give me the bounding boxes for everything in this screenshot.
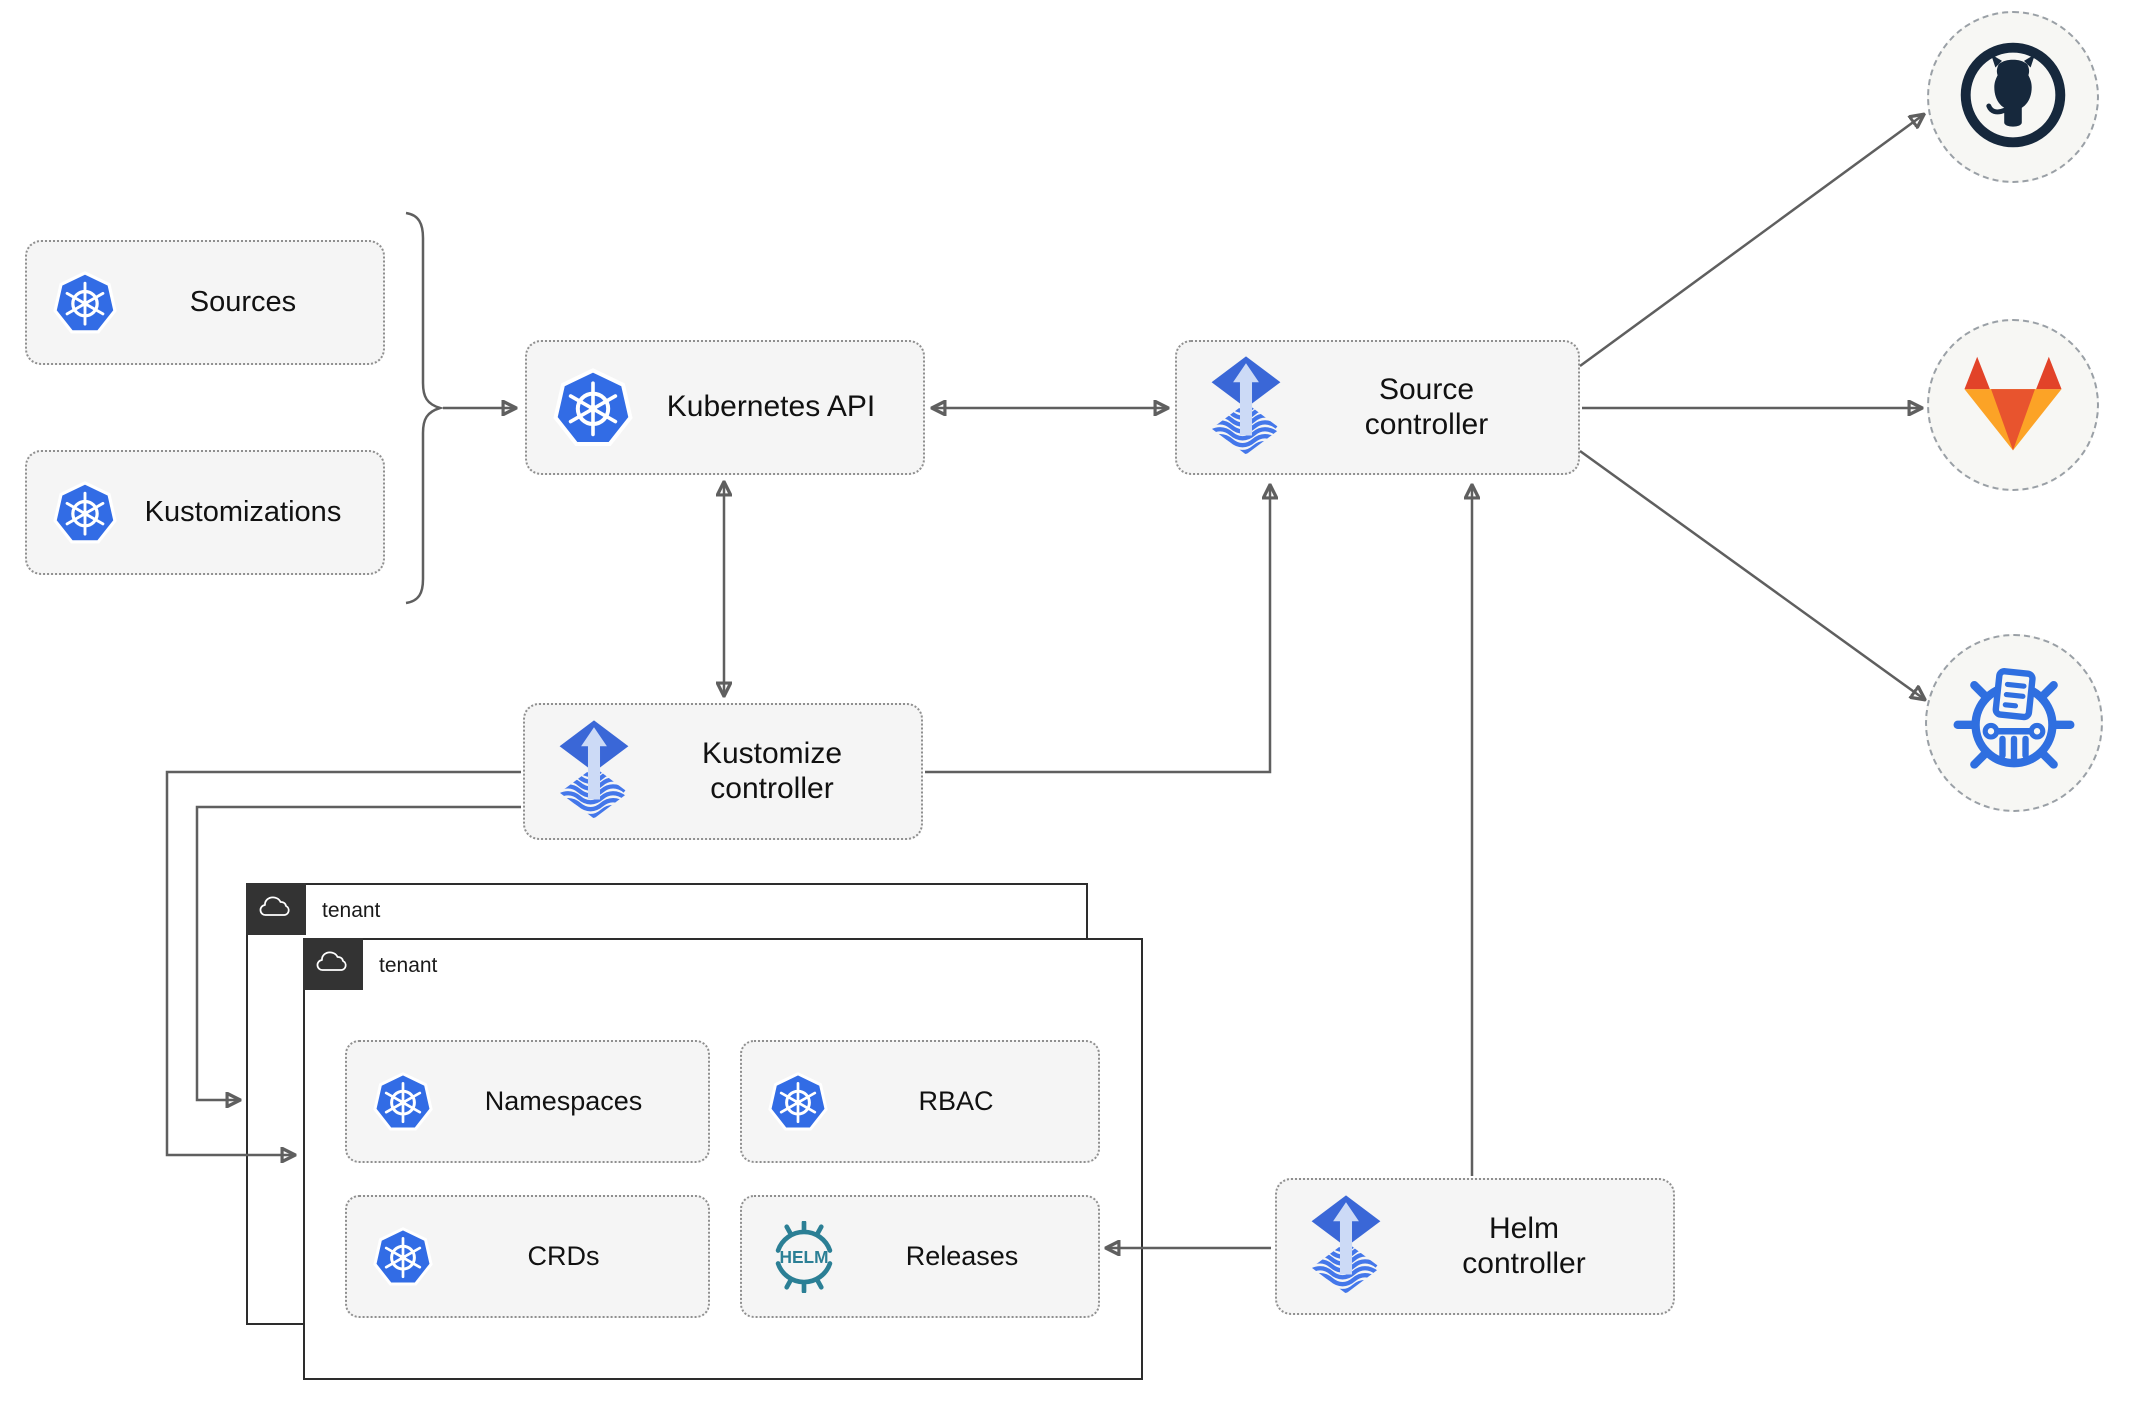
- node-sources: Sources: [25, 240, 385, 365]
- node-label: Kustomizations: [144, 495, 342, 528]
- chart-repository-node: [1925, 634, 2103, 812]
- node-label: Namespaces: [484, 1085, 643, 1116]
- node-source-controller: Source controller: [1175, 340, 1580, 475]
- node-label: RBAC: [918, 1085, 994, 1116]
- flux-icon: [1303, 1194, 1389, 1299]
- github-icon: [1958, 40, 2068, 155]
- node-label: CRDs: [527, 1240, 600, 1271]
- edge-source-to-chart-repository: [1579, 449, 1924, 699]
- node-label: Kubernetes API: [666, 390, 876, 424]
- kubernetes-icon: [53, 480, 117, 545]
- node-kustomizations: Kustomizations: [25, 450, 385, 575]
- node-kubernetes-api: Kubernetes API: [525, 340, 925, 475]
- kubernetes-icon: [768, 1071, 828, 1132]
- kubernetes-icon: [553, 367, 633, 448]
- helm-logo-text: HELM: [780, 1246, 829, 1266]
- edge-source-to-github: [1579, 115, 1923, 368]
- node-label: Kustomize controller: [701, 737, 843, 805]
- tenant-badge: [246, 883, 306, 935]
- flux-icon: [551, 719, 637, 824]
- gitlab-node: [1927, 319, 2099, 491]
- node-crds: CRDs: [345, 1195, 710, 1318]
- github-node: [1927, 11, 2099, 183]
- kubernetes-icon: [373, 1071, 433, 1132]
- node-helm-controller: Helm controller: [1275, 1178, 1675, 1315]
- node-label: Releases: [905, 1240, 1019, 1271]
- tenant-label: tenant: [379, 954, 438, 977]
- kubernetes-icon: [373, 1226, 433, 1287]
- node-namespaces: Namespaces: [345, 1040, 710, 1163]
- node-label: Sources: [189, 285, 297, 318]
- node-releases: HELM Releases: [740, 1195, 1100, 1318]
- kubernetes-icon: [53, 270, 117, 335]
- helm-icon: HELM: [768, 1220, 840, 1293]
- brace-sources-group: [405, 211, 445, 605]
- gitlab-icon: [1955, 351, 2071, 460]
- node-kustomize-controller: Kustomize controller: [523, 703, 923, 840]
- cloud-icon: [258, 894, 294, 925]
- node-label: Source controller: [1364, 373, 1489, 441]
- edge-kustomize-to-source-controller: [925, 486, 1270, 774]
- tenant-label: tenant: [322, 899, 381, 922]
- node-rbac: RBAC: [740, 1040, 1100, 1163]
- tenant-badge: [303, 938, 363, 990]
- flux-icon: [1203, 355, 1289, 460]
- node-label: Helm controller: [1462, 1212, 1586, 1280]
- cloud-icon: [315, 949, 351, 980]
- chartmuseum-icon: [1950, 657, 2078, 790]
